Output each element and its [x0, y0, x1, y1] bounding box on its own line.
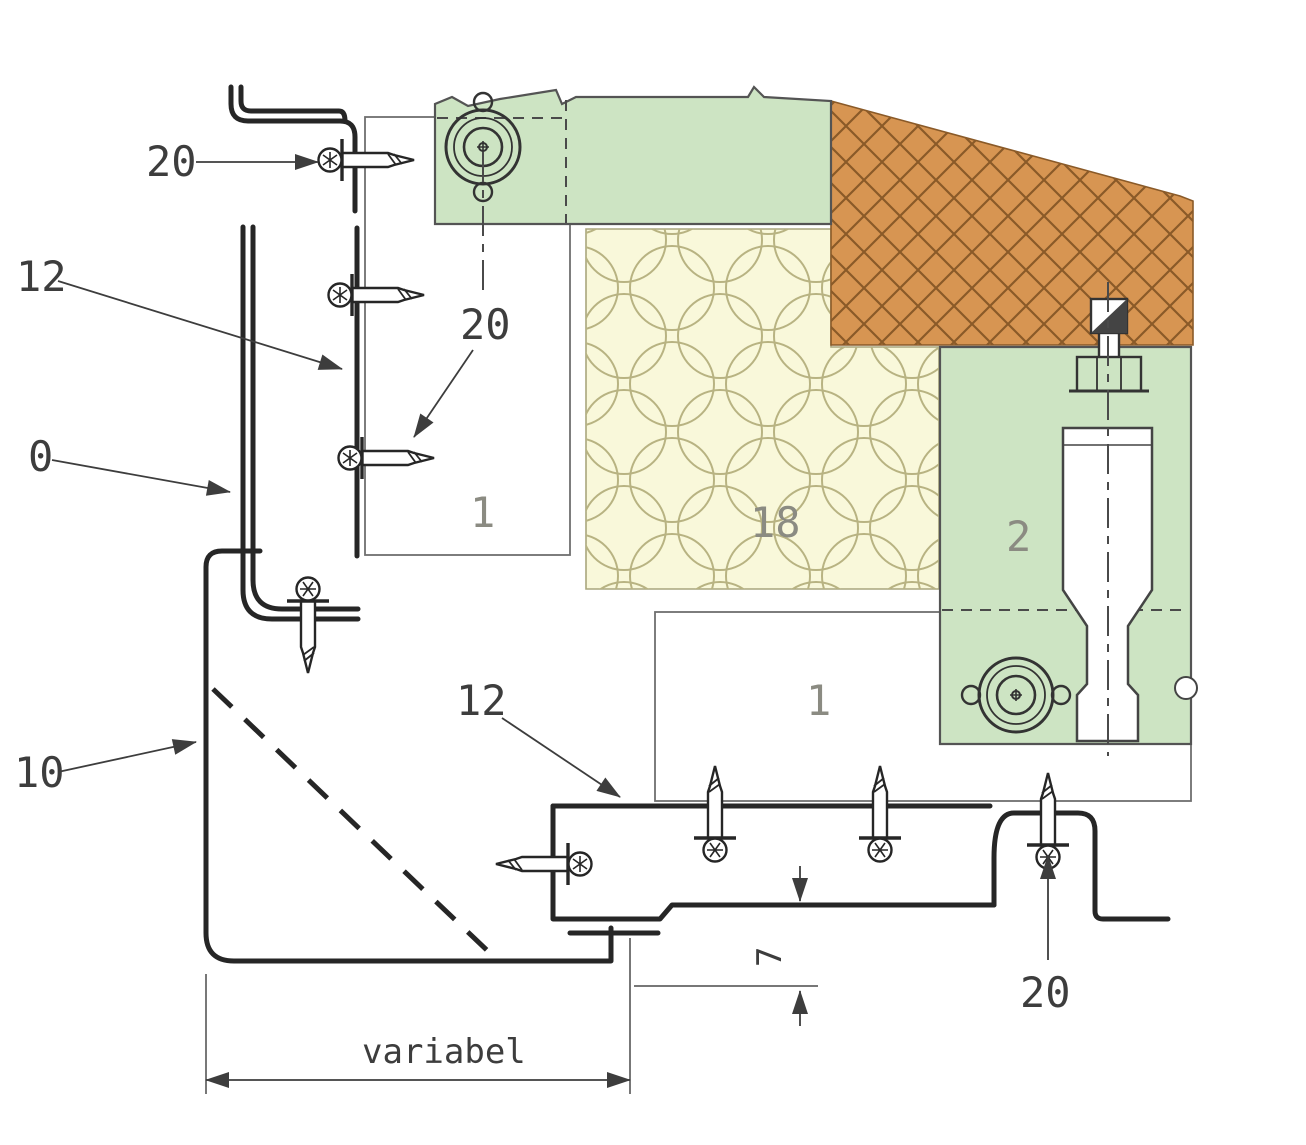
label-screw-mid: 20 — [460, 300, 511, 349]
leader-sheet-lower — [501, 717, 621, 798]
screw-lower-left-icon — [336, 435, 436, 481]
label-bracket: 2 — [1006, 512, 1031, 561]
label-profile-sill: 10 — [14, 748, 65, 797]
dimension-gap-7 — [634, 866, 818, 1026]
label-screw-top: 20 — [146, 137, 197, 186]
masonry-crosshatch — [831, 101, 1193, 345]
label-plate-upper: 1 — [470, 488, 495, 537]
flashing-lower — [550, 803, 1171, 936]
label-insulation: 18 — [750, 498, 801, 547]
label-profile-frame: 0 — [28, 432, 53, 481]
label-dim-gap: 7 — [750, 947, 790, 967]
dimension-variabel — [205, 938, 631, 1094]
channel-slot — [1061, 426, 1154, 743]
bracket-notch — [1174, 676, 1198, 700]
label-dim-width: variabel — [362, 1032, 526, 1072]
label-screw-lower: 20 — [1020, 968, 1071, 1017]
masonry-block — [830, 99, 1194, 346]
flashing-top-left — [228, 84, 358, 214]
leader-sheet-upper — [57, 280, 343, 370]
flashing-top-left-inner — [238, 84, 348, 124]
screw-bottom-right-icon — [1025, 771, 1071, 871]
screw-bottom-plate-1-icon — [692, 764, 738, 864]
leader-profile-frame — [51, 459, 231, 496]
screw-top-left-icon — [316, 137, 416, 183]
frame-profile — [240, 224, 361, 622]
aluminium-profile-top — [433, 85, 833, 226]
label-sheet-upper: 12 — [16, 252, 67, 301]
leader-profile-sill — [57, 739, 197, 773]
screw-bottom-plate-2-icon — [857, 764, 903, 864]
label-plate-lower: 1 — [806, 676, 831, 725]
screw-vertical-icon — [285, 575, 331, 675]
leader-screw-mid — [413, 349, 474, 438]
label-sheet-lower: 12 — [456, 676, 507, 725]
bolt-head-mark — [1091, 299, 1127, 333]
screw-mid-left-icon — [326, 272, 426, 318]
sill-profile — [203, 548, 614, 964]
screw-flashing-left-icon — [494, 841, 594, 887]
insulation-loop-hatch — [586, 229, 939, 589]
flashing-right-hat — [991, 810, 1171, 922]
sill-profile-fold-dashed — [211, 687, 495, 958]
